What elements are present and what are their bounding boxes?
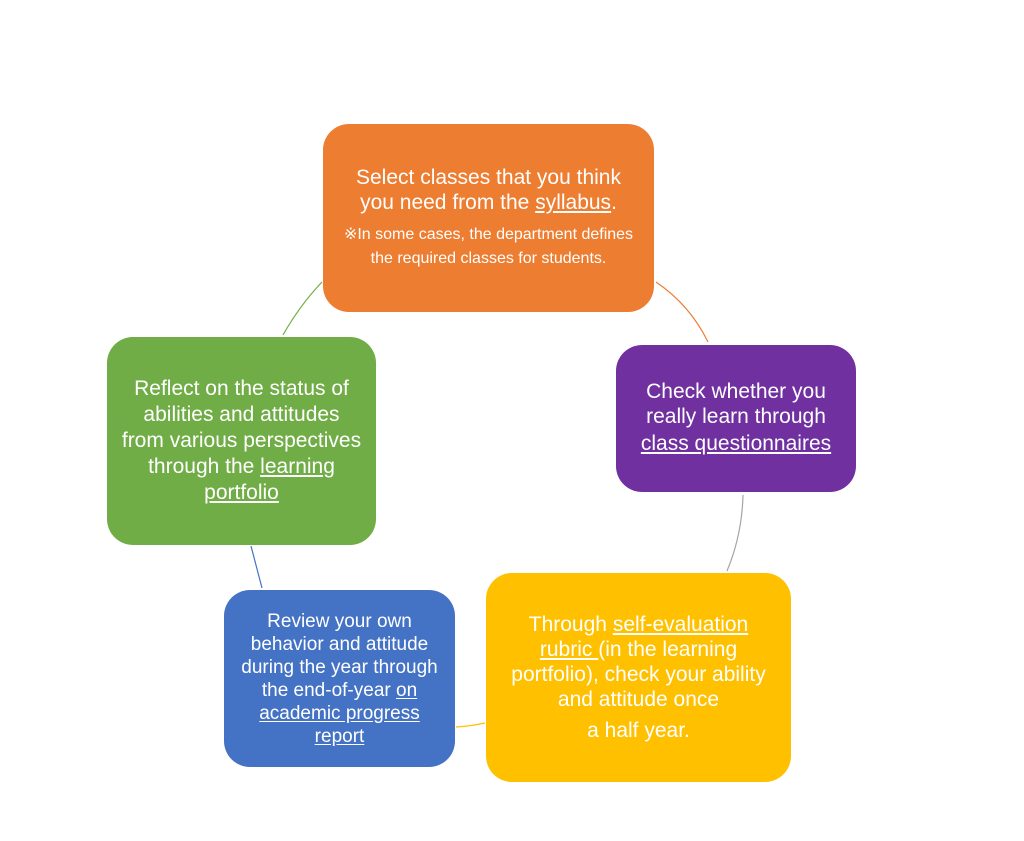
required-classes-note: ※In some cases, the department defines t… (343, 226, 634, 267)
connector-review-to-reflect (250, 545, 263, 589)
select-classes-label: Select classes that you think you need f… (356, 166, 621, 214)
step-check-learning: Check whether you really learn through c… (616, 345, 856, 492)
connector-check-to-rubric (726, 494, 744, 572)
connector-reflect-to-select (282, 281, 323, 336)
step-self-evaluation: Through self-evaluation rubric (in the l… (486, 573, 791, 782)
select-classes-period: . (611, 191, 617, 214)
syllabus-link[interactable]: syllabus (535, 191, 612, 214)
self-evaluation-text: Through self-evaluation rubric (in the l… (500, 612, 777, 712)
connector-rubric-to-review (455, 722, 486, 728)
select-classes-text: Select classes that you think you need f… (339, 165, 638, 215)
self-evaluation-rubric-link[interactable]: self-evaluation rubric (539, 613, 749, 661)
reflect-abilities-label: Reflect on the status of abilities and a… (121, 377, 362, 478)
check-learning-label: Check whether you really learn through (646, 379, 826, 428)
academic-progress-report-link[interactable]: on academic progress report (259, 679, 420, 747)
self-evaluation-label-rest: (in the learning portfolio), check your … (511, 638, 766, 711)
reflect-abilities-text: Reflect on the status of abilities and a… (121, 376, 362, 506)
self-evaluation-label-start: Through (528, 613, 613, 636)
review-behavior-label: Review your own behavior and attitude du… (241, 610, 438, 701)
learning-portfolio-link[interactable]: learning portfolio (204, 455, 335, 504)
review-behavior-text: Review your own behavior and attitude du… (234, 610, 445, 748)
step-select-classes: Select classes that you think you need f… (323, 124, 654, 312)
step-review-behavior: Review your own behavior and attitude du… (224, 590, 455, 767)
class-questionnaires-link[interactable]: class questionnaires (640, 431, 832, 455)
step-reflect-abilities: Reflect on the status of abilities and a… (107, 337, 376, 545)
self-evaluation-label-end: a half year. (587, 719, 690, 742)
check-learning-text: Check whether you really learn through c… (628, 379, 844, 459)
connector-select-to-check (655, 281, 709, 343)
